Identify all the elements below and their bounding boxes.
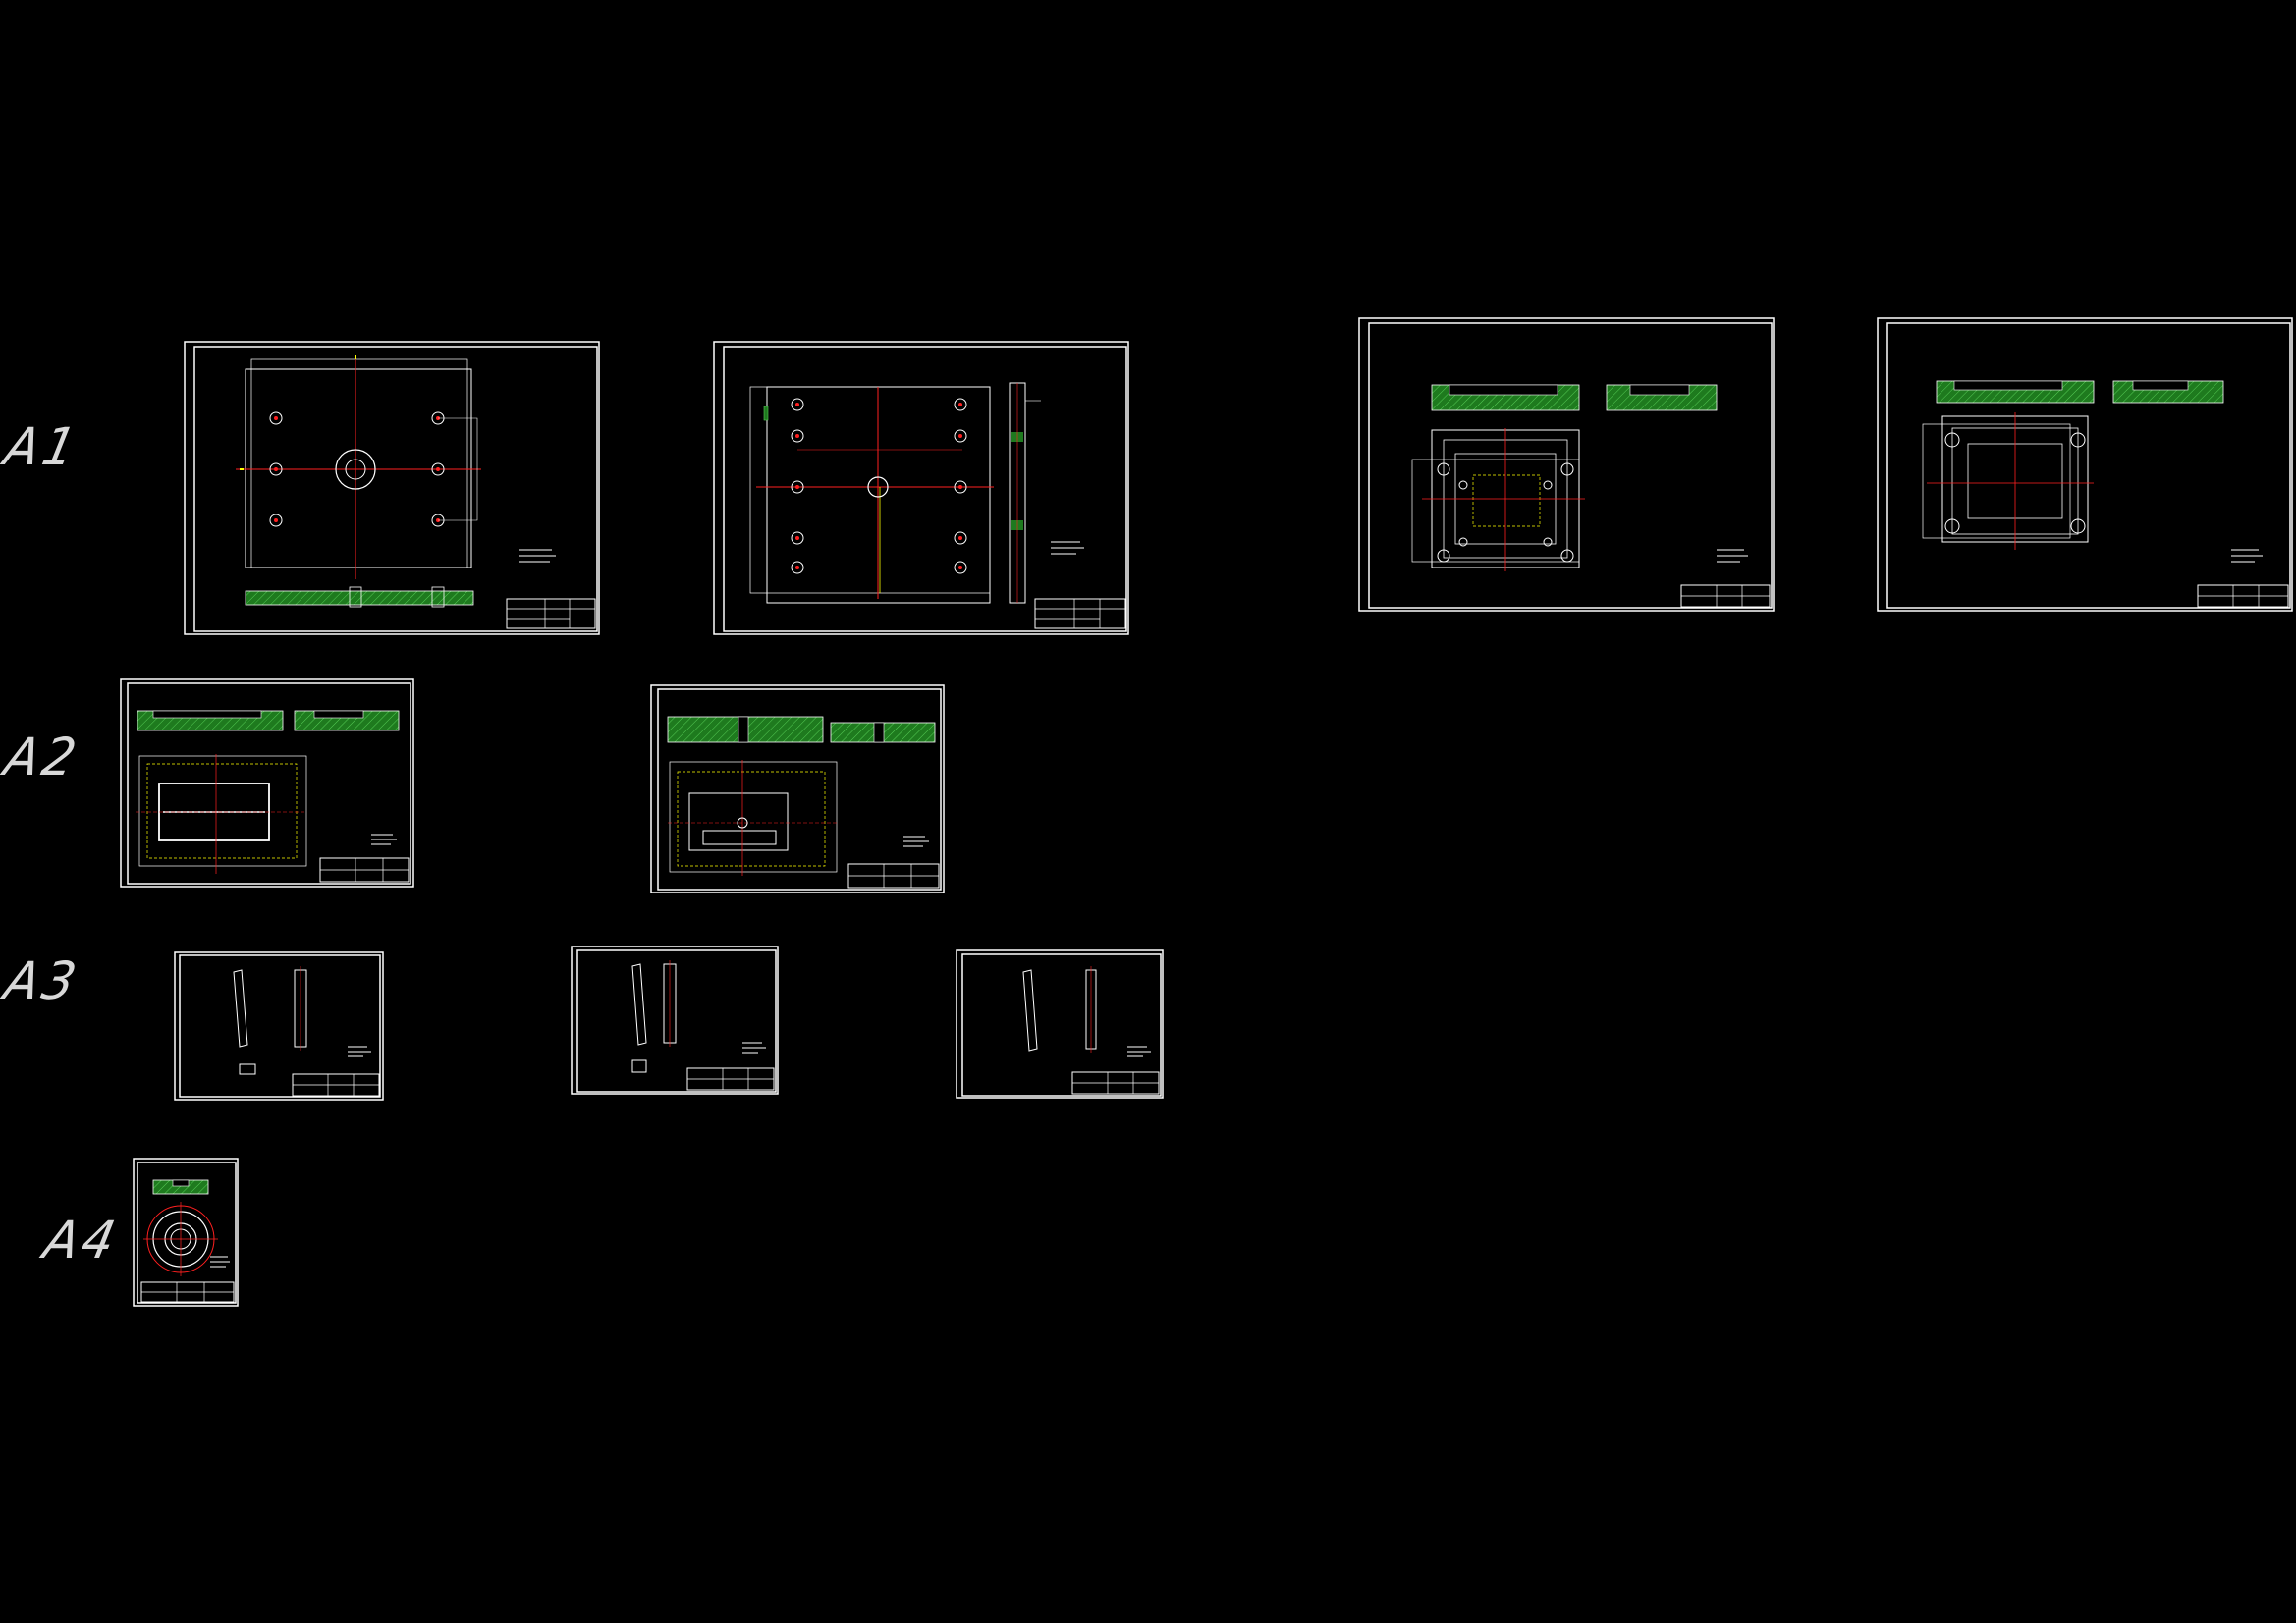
sheet-a1-1[interactable]	[184, 341, 600, 635]
sheet-a2-1[interactable]	[120, 678, 414, 888]
sheet-a1-4[interactable]	[1877, 317, 2293, 612]
sheet-a2-2[interactable]	[650, 684, 945, 893]
sheet-a4-1[interactable]	[133, 1158, 239, 1307]
sheet-a3-1[interactable]	[174, 951, 384, 1101]
sheet-a3-2[interactable]	[571, 946, 779, 1095]
sheet-a3-3[interactable]	[956, 949, 1164, 1099]
sheet-a1-2[interactable]	[713, 341, 1129, 635]
sheet-a1-3[interactable]	[1358, 317, 1775, 612]
